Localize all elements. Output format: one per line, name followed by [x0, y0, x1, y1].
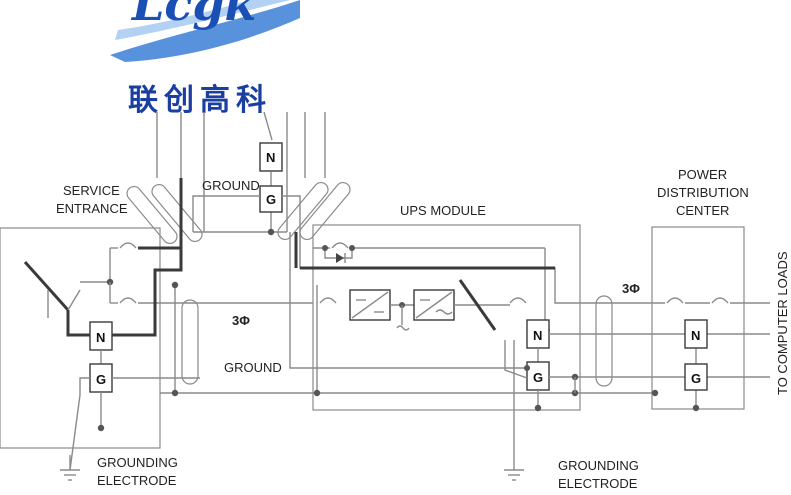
- grounding-electrode-right-symbol: [504, 469, 524, 481]
- power-distribution-label-line1: POWER: [678, 167, 727, 182]
- pdc-ground-terminal: [684, 363, 708, 391]
- three-phase-right-label: 3Φ: [622, 281, 640, 296]
- output-conductors: [580, 295, 770, 412]
- logo-wordmark: Lcgk: [130, 0, 256, 31]
- to-computer-loads-label: TO COMPUTER LOADS: [775, 251, 790, 395]
- service-entrance-label-line1: SERVICE: [63, 183, 120, 198]
- service-neutral-label: N: [96, 330, 105, 345]
- ups-internals: [300, 242, 685, 470]
- pdc-ground-label: G: [691, 371, 701, 386]
- service-entrance-enclosure: [0, 227, 161, 449]
- grounding-electrode-left-symbol: [60, 455, 80, 481]
- logo-swoosh: [110, 0, 300, 62]
- upper-neutral-label: N: [266, 150, 275, 165]
- pdc-neutral-label: N: [691, 328, 700, 343]
- grounding-electrode-right-line2: ELECTRODE: [558, 476, 638, 491]
- grounding-electrode-left-line2: ELECTRODE: [97, 473, 177, 488]
- upper-ground-terminal: [259, 185, 283, 213]
- ups-neutral-label: N: [533, 328, 542, 343]
- ups-module-enclosure: [312, 224, 581, 411]
- three-phase-left-label: 3Φ: [232, 313, 250, 328]
- ground-top-label: GROUND: [202, 178, 260, 193]
- logo-chinese-name: 联创高科: [128, 83, 272, 118]
- ground-mid-label: GROUND: [224, 360, 282, 375]
- upper-feeders: [156, 111, 326, 232]
- main-conductors: [160, 232, 590, 397]
- service-ground-label: G: [96, 372, 106, 387]
- service-entrance-label-line2: ENTRANCE: [56, 201, 128, 216]
- power-distribution-label-line3: CENTER: [676, 203, 729, 218]
- upper-neutral-terminal: [259, 142, 283, 172]
- ups-ground-label: G: [533, 370, 543, 385]
- ground-link-left: [192, 195, 260, 232]
- company-logo: Lcgk 联创高科: [110, 0, 300, 118]
- logo-swoosh-light: [115, 0, 290, 40]
- upper-ground-label: G: [266, 192, 276, 207]
- cable-sleeves-top: [126, 181, 351, 245]
- power-distribution-label-line2: DISTRIBUTION: [657, 185, 749, 200]
- grounding-electrode-right-line1: GROUNDING: [558, 458, 639, 473]
- service-entrance-internals: [23, 178, 313, 471]
- pdc-neutral-terminal: [684, 319, 708, 349]
- ups-module-label: UPS MODULE: [400, 203, 486, 218]
- grounding-electrode-left-line1: GROUNDING: [97, 455, 178, 470]
